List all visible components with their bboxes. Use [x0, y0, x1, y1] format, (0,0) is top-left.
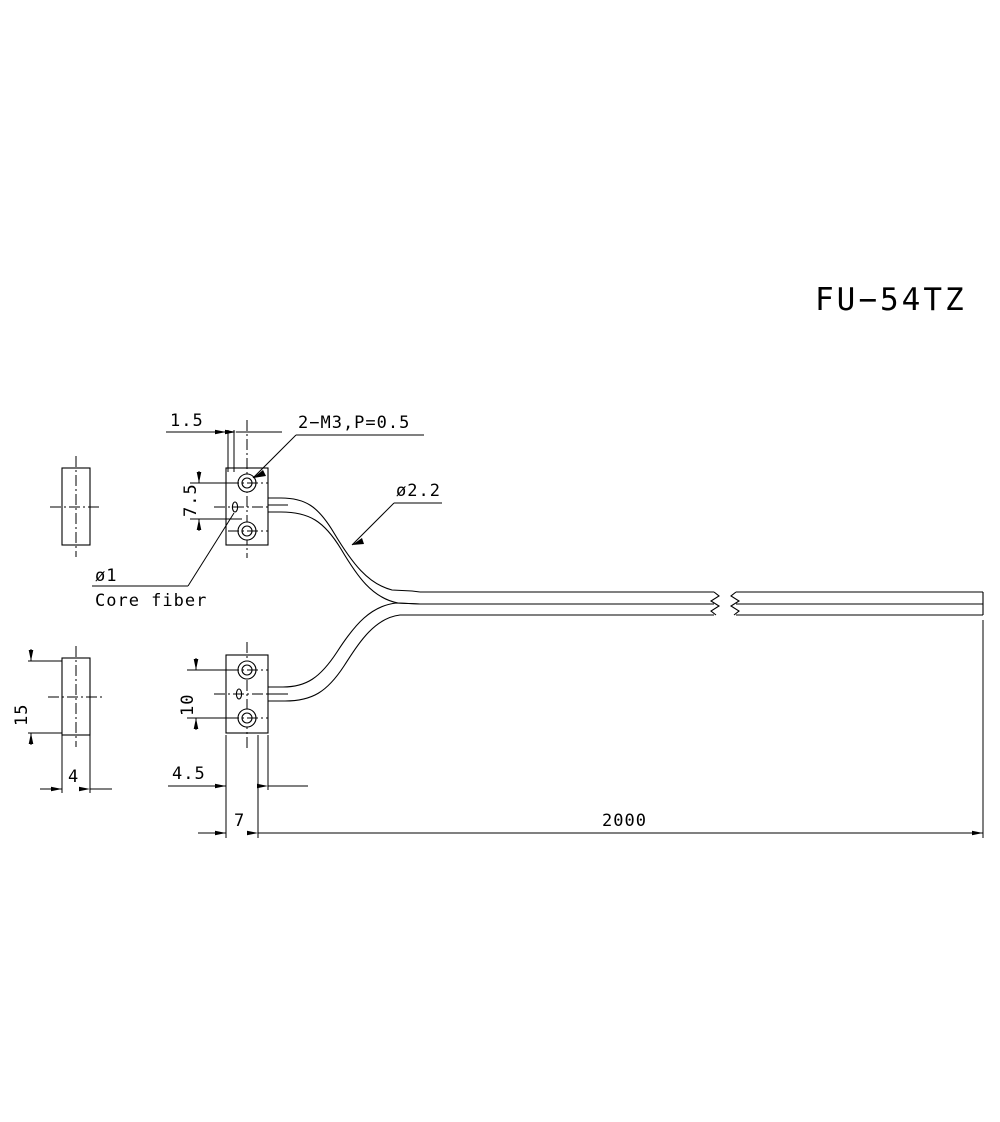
- main-cable-right: [736, 591, 984, 616]
- dimension-7-5-label: 7.5: [181, 483, 201, 517]
- note-core-fiber: ø1 Core fiber: [92, 512, 235, 611]
- dimension-4-5: 4.5: [168, 735, 308, 790]
- dimension-4-label: 4: [68, 767, 79, 787]
- dimension-4-5-label: 4.5: [172, 764, 206, 784]
- note-thread-spec: 2−M3,P=0.5: [252, 413, 424, 479]
- lower-connector-block: [214, 642, 269, 748]
- dimension-1-5: 1.5: [166, 411, 282, 472]
- dimension-10-label: 10: [178, 694, 198, 716]
- upper-connector-block: [214, 420, 269, 558]
- lower-side-view: [48, 646, 104, 747]
- upper-cable: [268, 497, 421, 605]
- drawing-title: FU−54TZ: [815, 282, 967, 318]
- note-cable-diameter-label: ø2.2: [396, 481, 441, 501]
- note-fiber-diameter-label: ø1: [95, 566, 117, 586]
- upper-side-view: [50, 456, 102, 557]
- note-thread-spec-label: 2−M3,P=0.5: [298, 413, 410, 433]
- dimension-7-5: 7.5: [181, 471, 242, 531]
- main-cable-left: [420, 591, 714, 616]
- lower-cable: [268, 602, 421, 702]
- dimension-15-label: 15: [12, 704, 32, 726]
- dimension-10: 10: [178, 658, 238, 730]
- cable-break-symbol: [709, 591, 741, 616]
- dimension-7-label: 7: [234, 811, 245, 831]
- dimension-2000: 2000: [258, 620, 984, 838]
- dimension-15: 15: [12, 649, 62, 745]
- note-cable-diameter: ø2.2: [351, 481, 442, 546]
- dimension-2000-label: 2000: [602, 811, 647, 831]
- note-core-fiber-label: Core fiber: [95, 591, 207, 611]
- dimension-1-5-label: 1.5: [170, 411, 204, 431]
- dimension-4: 4: [40, 735, 112, 793]
